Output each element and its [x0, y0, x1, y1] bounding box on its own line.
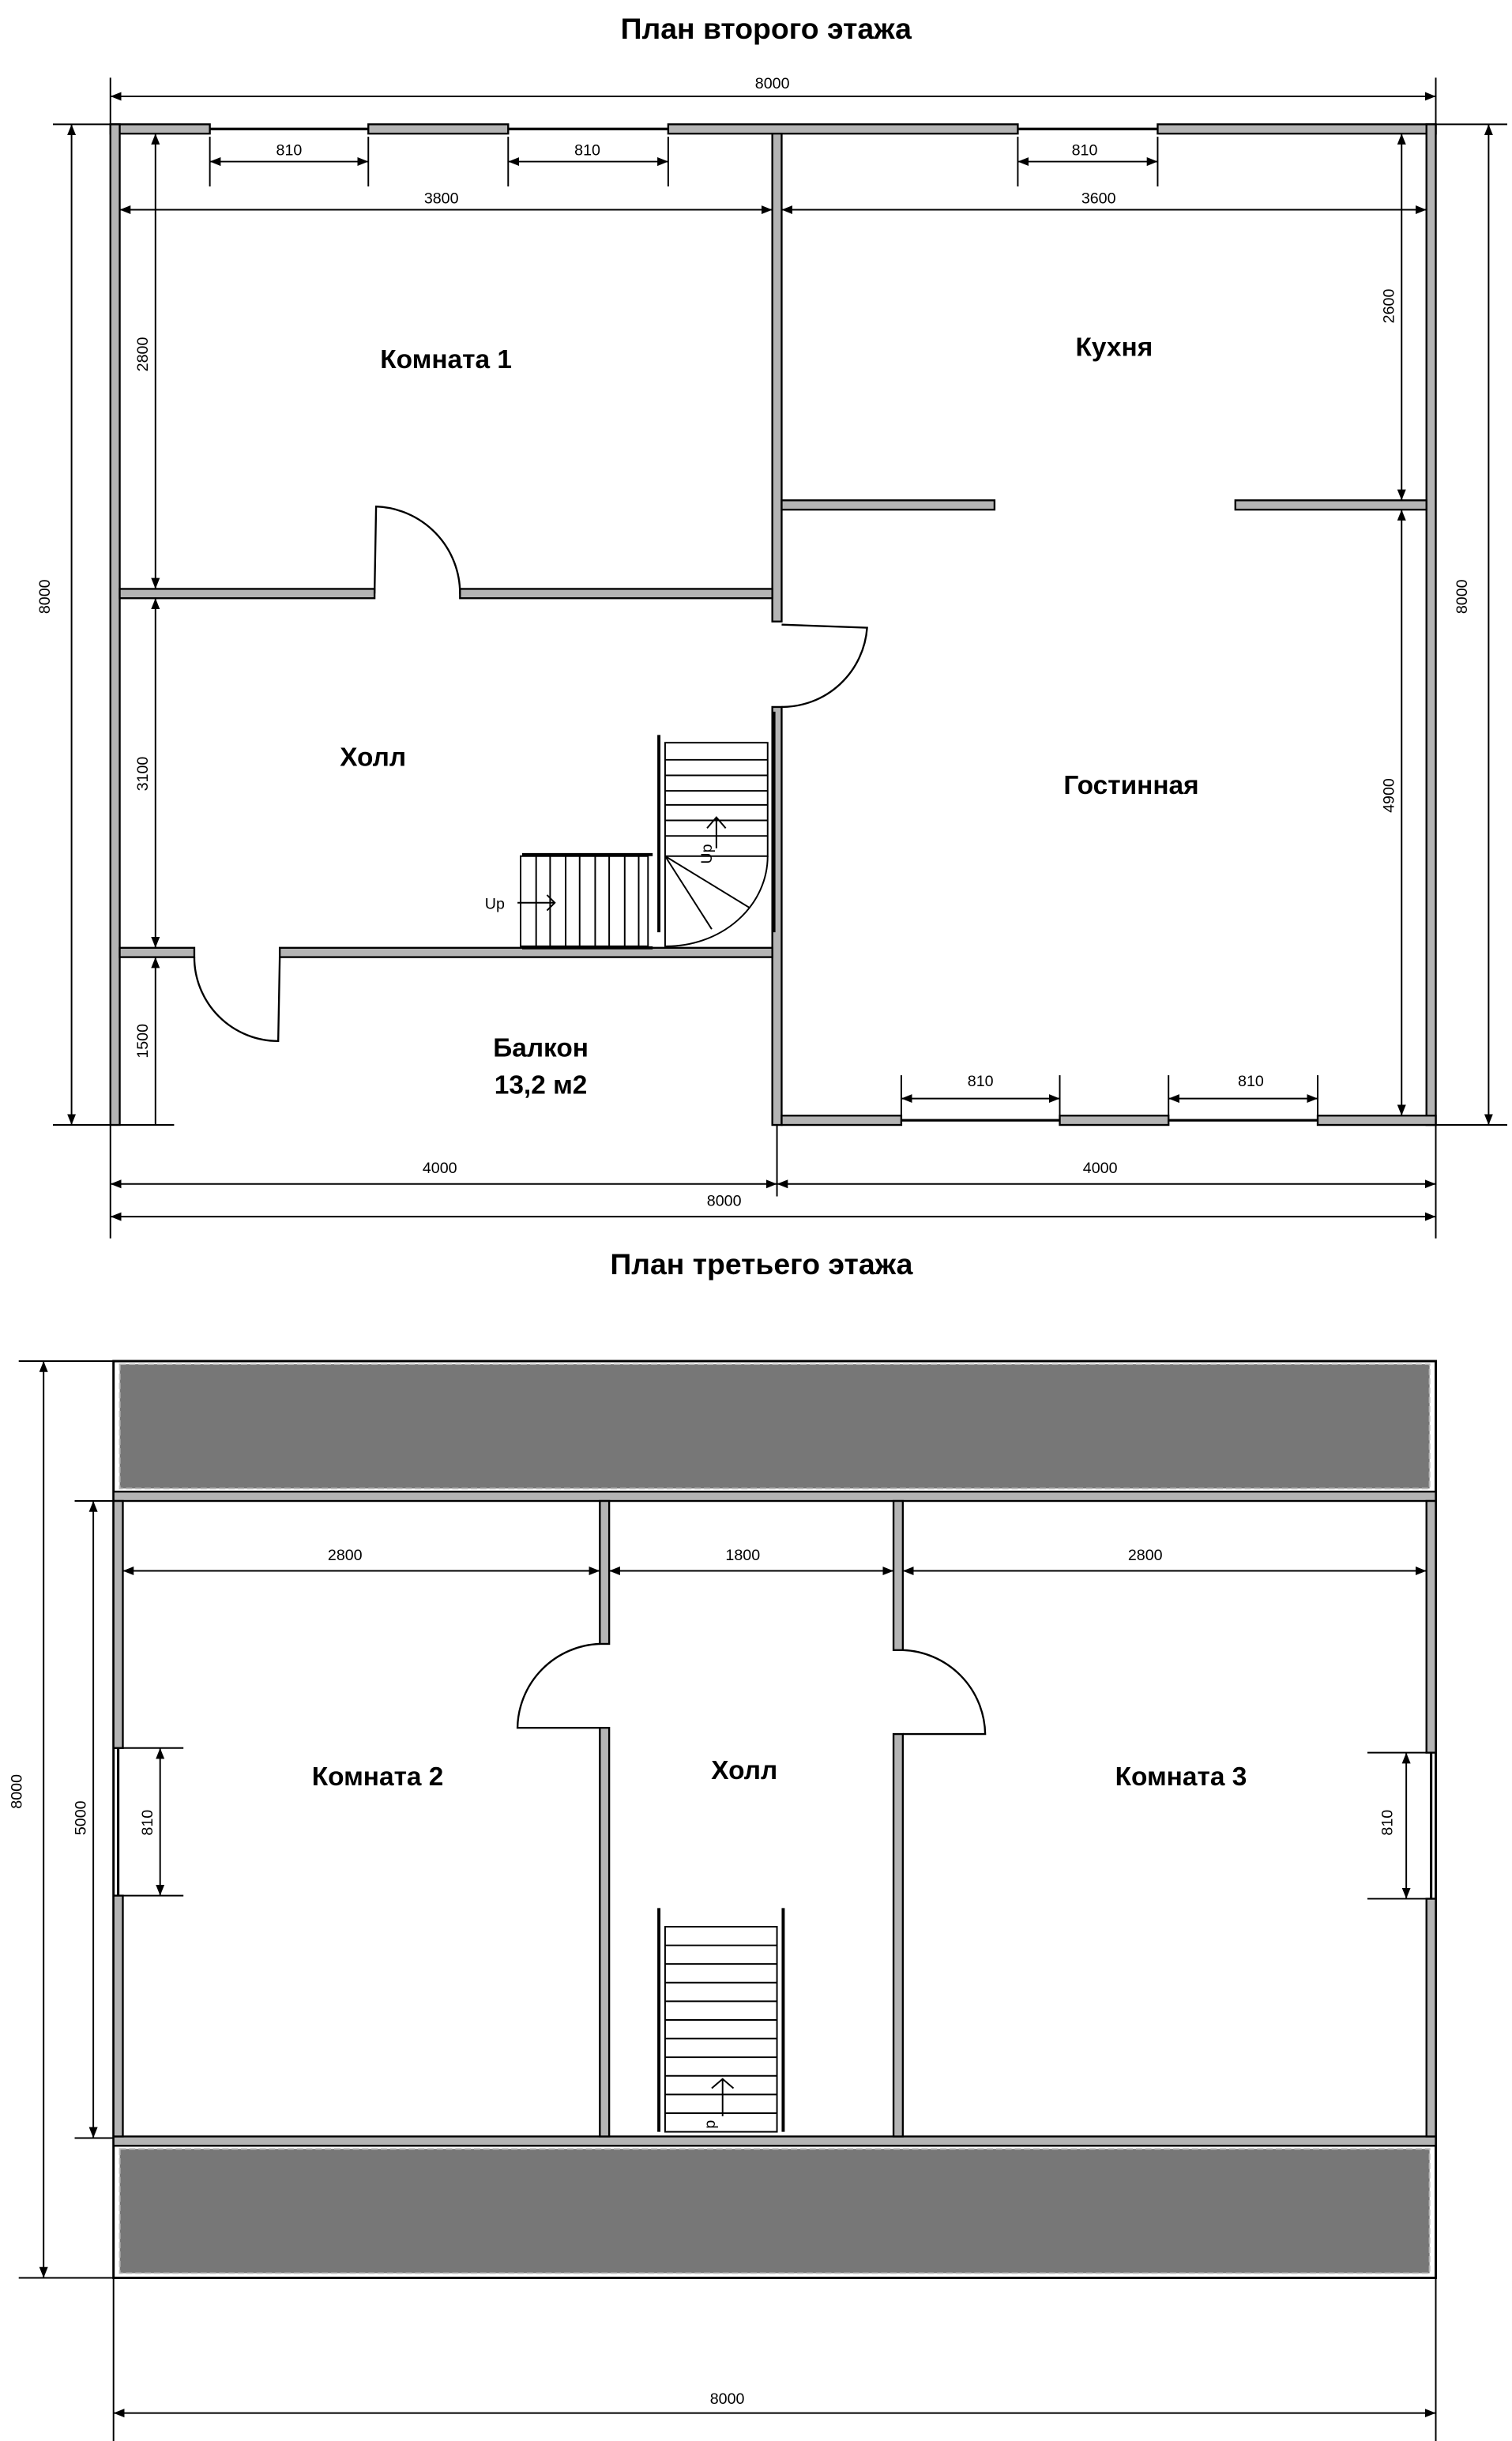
room-label-room2: Комната 2 — [312, 1762, 444, 1792]
dim-label: 8000 — [9, 1774, 26, 1809]
room-label-hall: Холл — [340, 743, 406, 773]
dim-label: 3600 — [1081, 190, 1116, 208]
floor3-stairs — [657, 1908, 785, 2133]
floor3-outline — [112, 1360, 1437, 2279]
dim-label: 3800 — [424, 190, 459, 208]
floor2-walls — [109, 123, 1437, 1126]
room-label-living: Гостинная — [1063, 771, 1198, 800]
dim-label: 2800 — [1128, 1547, 1163, 1564]
dim-label: 810 — [276, 142, 303, 160]
stairs-up-label: Up — [485, 896, 505, 913]
door-living — [781, 623, 868, 709]
dim-label: 8000 — [707, 1192, 742, 1209]
dim-label: 5000 — [72, 1800, 89, 1835]
room-label-kitchen: Кухня — [1076, 333, 1153, 362]
dim-label: 4000 — [423, 1160, 457, 1177]
dim-label: 1800 — [725, 1547, 760, 1564]
room-label-room3: Комната 3 — [1115, 1762, 1247, 1792]
floor3-walls — [112, 1491, 1437, 2147]
floor2-doors — [193, 505, 868, 1043]
dim-label: 810 — [1238, 1073, 1264, 1090]
stairs-up-label: Up — [698, 844, 716, 863]
dim-label: 3100 — [134, 757, 152, 792]
room-label-hall: Холл — [711, 1756, 777, 1785]
stairs-up-label: p — [701, 2120, 719, 2129]
floor2-plan: План второго этажа — [36, 12, 1507, 1239]
dim-label: 8000 — [1454, 579, 1471, 614]
room-label-room1: Комната 1 — [380, 345, 512, 374]
dim-label: 8000 — [710, 2390, 745, 2408]
floor3-plan: План третьего этажа — [9, 1247, 1437, 2441]
room-label-balcony: Балкон — [493, 1033, 589, 1063]
floor2-dimension-labels: 8000 810 810 810 3800 3600 2800 3100 150… — [36, 75, 1471, 1209]
floor3-dimensions — [18, 1360, 1437, 2441]
dim-label: 4900 — [1380, 778, 1397, 813]
dim-label: 810 — [1072, 142, 1098, 160]
door-room3 — [902, 1649, 987, 1736]
floor2-stairs: Up Up — [485, 711, 776, 950]
dim-label: 810 — [139, 1810, 156, 1836]
dim-label: 2800 — [134, 337, 152, 372]
dim-label: 1500 — [134, 1024, 152, 1059]
dim-label: 2600 — [1380, 289, 1397, 324]
dim-label: 4000 — [1083, 1160, 1118, 1177]
floor2-windows — [209, 127, 1318, 1122]
roof-area-top — [118, 1363, 1431, 1490]
dim-label: 2800 — [328, 1547, 363, 1564]
floor2-dimensions — [52, 77, 1507, 1239]
floor3-dimension-labels: 8000 5000 810 810 2800 1800 2800 8000 — [9, 1547, 1397, 2408]
dim-label: 810 — [968, 1073, 994, 1090]
dim-label: 810 — [574, 142, 600, 160]
floor3-title: План третьего этажа — [610, 1247, 913, 1281]
balcony-area: 13,2 м2 — [495, 1071, 588, 1100]
door-room2 — [516, 1642, 600, 1729]
roof-area-bottom — [118, 2148, 1431, 2274]
dim-label: 810 — [1378, 1810, 1396, 1836]
door-room1 — [373, 505, 461, 594]
door-balcony — [193, 957, 281, 1043]
dim-label: 8000 — [755, 75, 790, 92]
floor2-title: План второго этажа — [621, 12, 912, 45]
dim-label: 8000 — [36, 579, 54, 614]
